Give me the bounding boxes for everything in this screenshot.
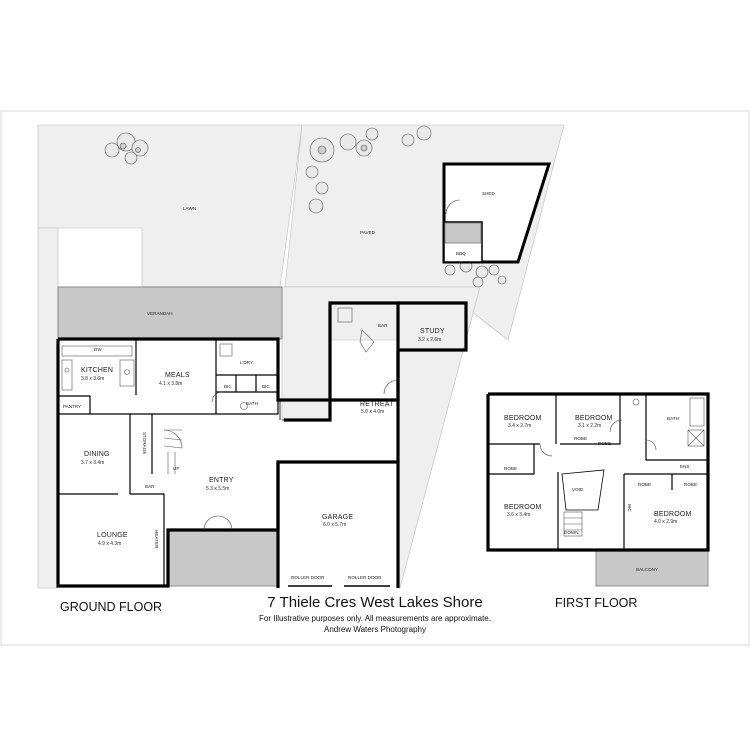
side-lawn: [37, 227, 59, 589]
storage-label: STORAGE: [142, 432, 147, 454]
pantry-label: PANTRY: [63, 404, 81, 409]
bed3-label: BEDROOM: [504, 504, 542, 511]
study-label: STUDY: [420, 328, 445, 335]
address-title: 7 Thiele Cres West Lakes Shore: [267, 594, 483, 611]
lawn-area: [37, 124, 303, 288]
dining-dim: 3.7 x 3.4m: [81, 460, 104, 466]
first-stairs: [563, 511, 583, 537]
bar-retreat-label: BAR: [378, 323, 388, 328]
robe-label-1: ROBE: [574, 436, 587, 441]
kitchen-label: KITCHEN: [81, 367, 113, 374]
robe-label-5: ROBE: [684, 482, 697, 487]
bbq-grill: [444, 222, 482, 244]
ens-label: ENS: [680, 464, 689, 469]
robe-label-4: ROBE: [638, 482, 651, 487]
bed1-label: BEDROOM: [504, 415, 542, 422]
garage-dim: 6.0 x 5.7m: [323, 522, 346, 528]
balcony-label: BALCONY: [636, 567, 658, 572]
verandah: [57, 286, 283, 340]
bed4-label: BEDROOM: [654, 511, 692, 518]
entry-dim: 5.3 x 5.5m: [206, 486, 229, 492]
meals-dim: 4.1 x 3.8m: [159, 381, 182, 387]
bic-label-1: BIC: [224, 384, 232, 389]
bbq-label: BBQ: [456, 251, 466, 256]
page-frame: [0, 110, 750, 646]
balcony: [595, 549, 709, 587]
tree-cluster-3: [444, 259, 507, 288]
meals-label: MEALS: [165, 372, 190, 379]
first-floor-plan: BEDROOM 3.4 x 2.7m BEDROOM 3.1 x 2.2m RO…: [486, 392, 710, 587]
void-area: [561, 469, 605, 511]
side-paving: [281, 286, 481, 589]
robe-label-2: ROBE: [598, 441, 611, 446]
front-porch: [167, 529, 279, 587]
bar-entry-label: BAR: [145, 484, 155, 489]
bed2-label: BEDROOM: [575, 415, 613, 422]
roller-door-label-2: ROLLER DOOR: [348, 575, 382, 580]
ground-floor-plan: VERANDAH: [56, 286, 468, 588]
entry-label: ENTRY: [209, 477, 234, 484]
bic-label-first: BIC: [627, 504, 632, 512]
outdoor-area: LAWN PAVED SHED BBQ: [37, 124, 565, 589]
void-label: VOID: [572, 487, 584, 492]
entry-stairs: [163, 429, 183, 474]
tree-cluster-2: [305, 125, 432, 214]
bath-label: BATH: [246, 401, 258, 406]
bed4-dim: 4.0 x 2.9m: [654, 519, 677, 525]
up-label: UP: [173, 466, 179, 471]
bed3-dim: 3.6 x 3.4m: [507, 512, 530, 518]
paved-label: PAVED: [360, 230, 376, 235]
retreat-dim: 5.0 x 4.0m: [361, 409, 384, 415]
first-floor-title: FIRST FLOOR: [555, 596, 638, 610]
lounge-dim: 4.9 x 4.3m: [98, 541, 121, 547]
ldry-label: L'DRY: [240, 360, 253, 365]
study-dim: 3.2 x 2.6m: [418, 337, 441, 343]
bic-label-2: BIC: [262, 384, 270, 389]
heater-label: HEATER: [154, 530, 159, 549]
kitchen-dim: 3.8 x 3.6m: [81, 376, 104, 382]
verandah-label: VERANDAH: [147, 311, 173, 316]
credit-text: Andrew Waters Photography: [324, 625, 426, 634]
dining-label: DINING: [84, 451, 110, 458]
lawn-label: LAWN: [183, 206, 196, 211]
bed2-dim: 3.1 x 2.2m: [578, 423, 601, 429]
roller-door-label-1: ROLLER DOOR: [291, 575, 325, 580]
ground-floor-title: GROUND FLOOR: [60, 600, 163, 614]
disclaimer-text: For Illustrative purposes only. All meas…: [259, 614, 491, 623]
lounge-label: LOUNGE: [97, 532, 128, 539]
shed-label: SHED: [482, 191, 495, 196]
retreat-label: RETREAT: [360, 401, 394, 408]
bath-label-first: BATH: [667, 416, 679, 421]
bed1-dim: 3.4 x 2.7m: [508, 423, 531, 429]
tree-cluster-1: [104, 132, 149, 165]
garage-label: GARAGE: [322, 514, 353, 521]
down-label: DOWN: [564, 530, 579, 535]
robe-label-3: ROBE: [504, 466, 517, 471]
dw-label: DW: [94, 347, 102, 352]
